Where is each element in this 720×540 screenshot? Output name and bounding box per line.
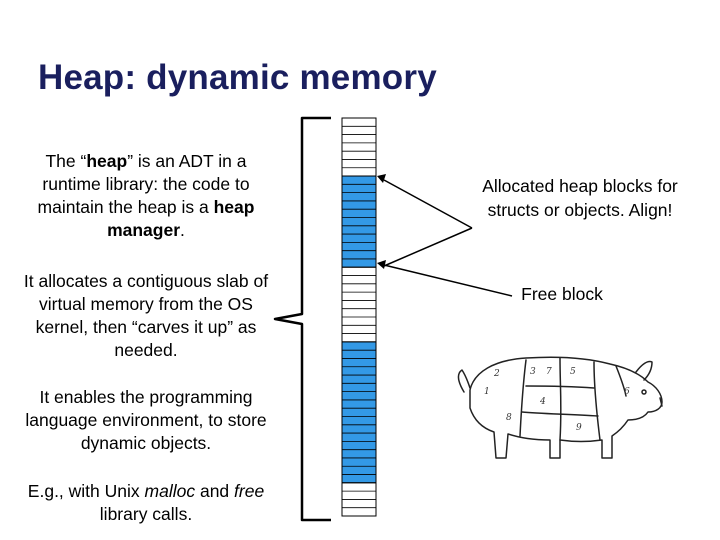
pig-cut-number-2: 2 xyxy=(493,369,500,379)
pig-body-outline xyxy=(469,356,663,459)
heap-definition-paragraph: The “heap” is an ADT in a runtime librar… xyxy=(18,150,274,242)
pig-cut-numbers: 1 2 3 7 5 6 4 8 9 xyxy=(484,367,630,433)
allocated-second-pointer-line xyxy=(383,227,473,267)
pig-cut-line xyxy=(519,359,527,437)
heap-definition-text-end: . xyxy=(180,220,185,240)
pig-cut-number-7: 7 xyxy=(546,367,552,377)
heap-definition-text-middle: ” is an ADT in a runtime library: the co… xyxy=(37,151,250,217)
pig-cut-number-6: 6 xyxy=(624,387,630,397)
free-term: free xyxy=(234,481,265,501)
pig-cut-line xyxy=(525,385,595,389)
pig-cut-number-3: 3 xyxy=(530,367,536,377)
free-heap-region xyxy=(341,266,377,343)
free-heap-region xyxy=(341,117,377,177)
slide-title: Heap: dynamic memory xyxy=(38,58,437,97)
pig-cut-number-4: 4 xyxy=(539,397,546,407)
example-text-end: library calls. xyxy=(99,504,193,524)
allocated-heap-region xyxy=(341,175,377,268)
example-text-start: E.g., with Unix xyxy=(27,481,145,501)
pig-cut-line xyxy=(521,411,599,417)
example-text-middle: and xyxy=(195,481,235,501)
pig-snout xyxy=(659,397,663,407)
pig-cut-line xyxy=(615,365,627,397)
allocated-blocks-label: Allocated heap blocks for structs or obj… xyxy=(482,176,678,220)
pig-cut-line xyxy=(593,361,601,441)
pointer-arrows xyxy=(377,174,513,297)
heap-term: heap xyxy=(86,151,128,171)
malloc-term: malloc xyxy=(144,481,196,501)
allocated-heap-region xyxy=(341,341,377,484)
free-pointer-line xyxy=(383,264,513,297)
free-arrowhead xyxy=(377,260,386,269)
pig-cut-line xyxy=(559,357,562,441)
dynamic-objects-paragraph: It enables the programming language envi… xyxy=(25,387,267,453)
left-brace-bracket xyxy=(273,116,331,522)
allocated-arrowhead xyxy=(377,174,386,183)
heap-manager-term: heap manager xyxy=(107,197,255,240)
allocated-pointer-line xyxy=(383,179,473,229)
heap-memory-column xyxy=(341,117,377,517)
heap-definition-text-start: The “ xyxy=(45,151,87,171)
free-block-label: Free block xyxy=(521,284,603,304)
unix-example-paragraph: E.g., with Unix malloc and free library … xyxy=(18,480,274,526)
pig-tail xyxy=(457,369,471,393)
pig-cut-number-9: 9 xyxy=(576,423,582,433)
pig-cut-number-1: 1 xyxy=(484,387,490,397)
pig-eye xyxy=(641,389,647,395)
pig-cut-number-5: 5 xyxy=(570,367,576,377)
pig-cut-number-8: 8 xyxy=(506,413,512,423)
pig-butcher-cuts-illustration: 1 2 3 7 5 6 4 8 9 xyxy=(457,356,663,459)
allocation-paragraph: It allocates a contiguous slab of virtua… xyxy=(23,271,269,360)
pig-ear xyxy=(635,360,653,381)
